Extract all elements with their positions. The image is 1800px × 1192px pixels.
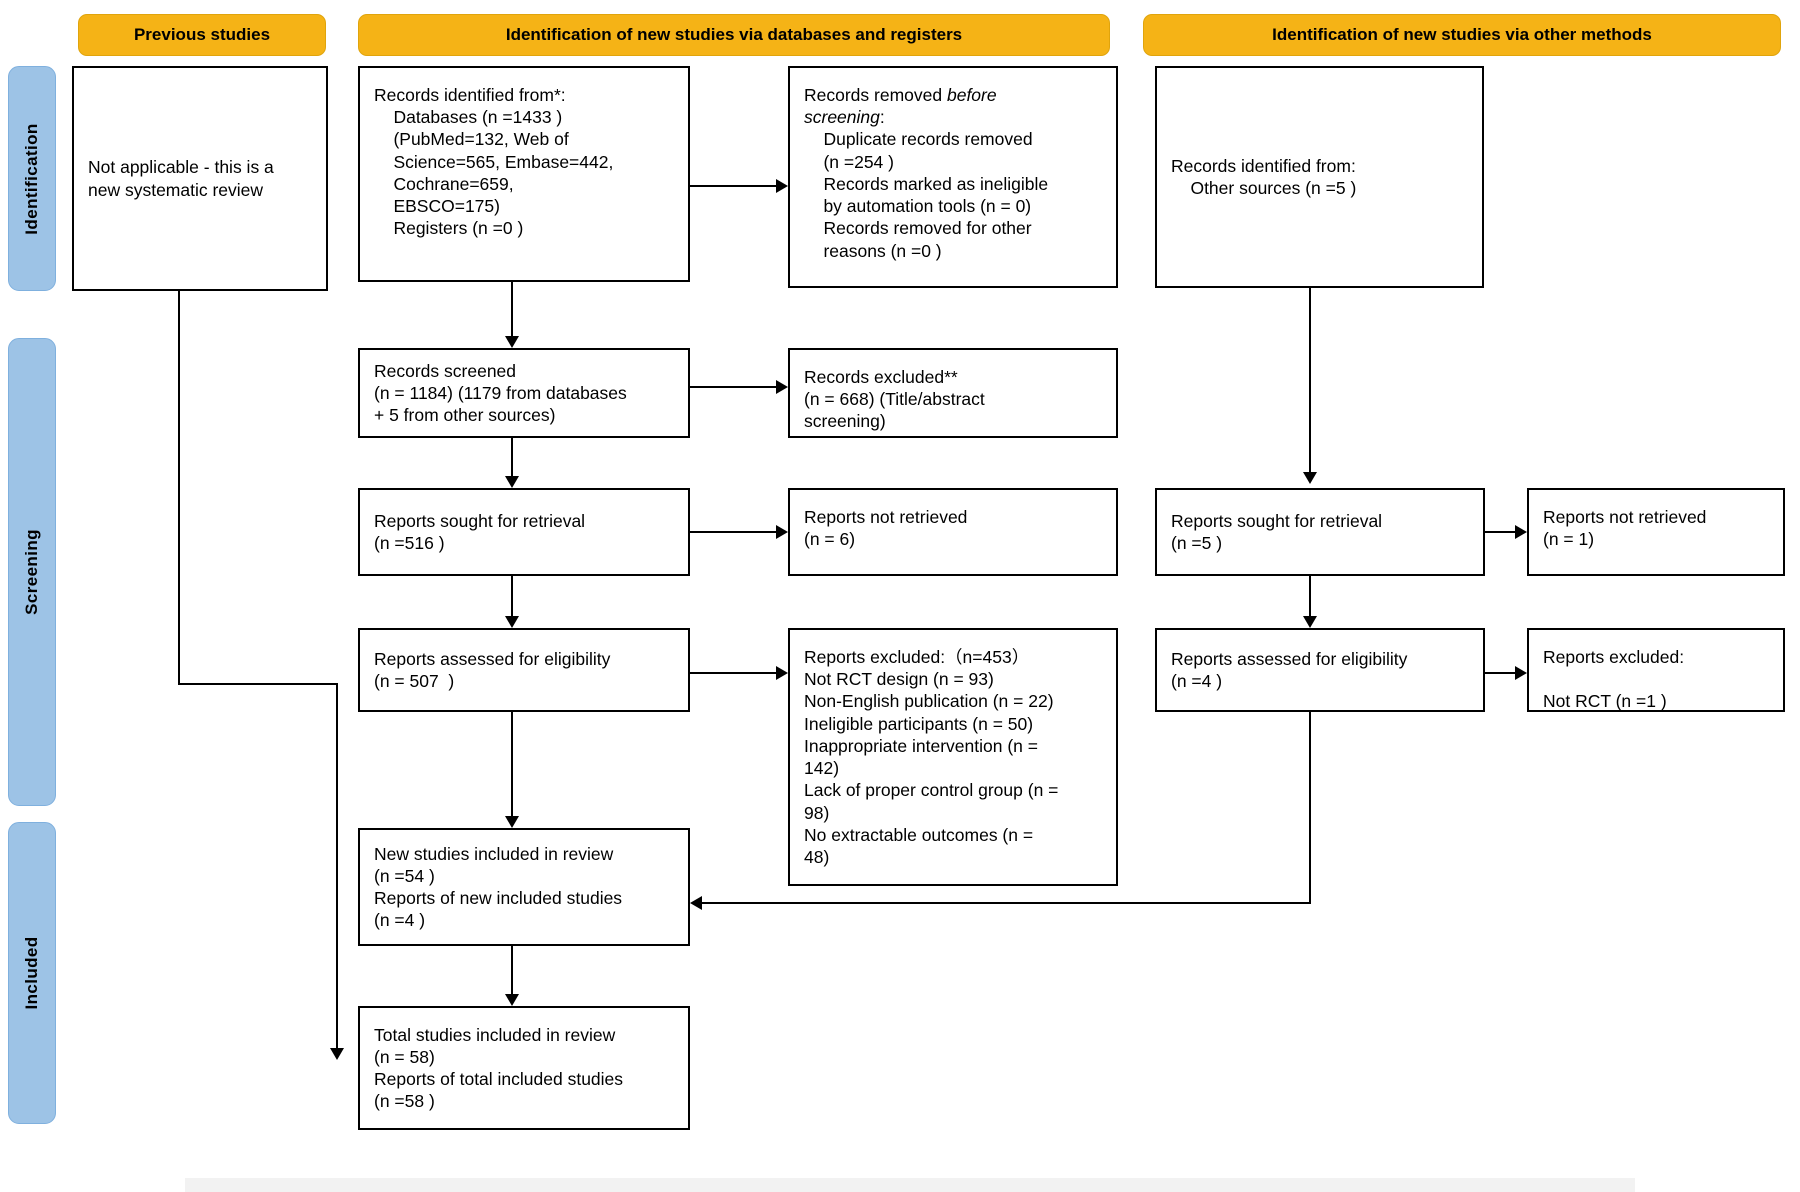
- box-other-sources-identified-text: Records identified from: Other sources (…: [1171, 155, 1357, 198]
- box-reports-sought-other: Reports sought for retrieval (n =5 ): [1155, 488, 1485, 576]
- arrow-assessed-to-excluded-other: [1515, 666, 1527, 680]
- arrow-assessed-to-excluded-db: [776, 666, 788, 680]
- box-total-studies-included: Total studies included in review (n = 58…: [358, 1006, 690, 1130]
- connector-other-sources-down: [1309, 288, 1311, 476]
- banner-identification-databases: Identification of new studies via databa…: [358, 14, 1110, 56]
- connector-previous-elbow-horizontal: [178, 683, 338, 685]
- box-reports-not-retrieved-other-text: Reports not retrieved (n = 1): [1543, 507, 1707, 550]
- banner-identification-other: Identification of new studies via other …: [1143, 14, 1781, 56]
- arrow-sought-to-not-retrieved-other: [1515, 525, 1527, 539]
- box-reports-sought-databases-text: Reports sought for retrieval (n =516 ): [374, 510, 586, 553]
- box-reports-excluded-databases: Reports excluded:（n=453） Not RCT design …: [788, 628, 1118, 886]
- connector-sought-to-not-retrieved-other: [1485, 531, 1515, 533]
- box-other-sources-identified: Records identified from: Other sources (…: [1155, 66, 1484, 288]
- footer-strip: [185, 1178, 1635, 1192]
- connector-new-included-down: [511, 946, 513, 998]
- connector-screened-to-excluded: [690, 386, 776, 388]
- box-reports-sought-other-text: Reports sought for retrieval (n =5 ): [1171, 510, 1383, 553]
- banner-previous-studies: Previous studies: [78, 14, 326, 56]
- arrow-screened-down: [505, 476, 519, 488]
- connector-sought-down-other: [1309, 576, 1311, 620]
- banner-identification-other-label: Identification of new studies via other …: [1272, 25, 1652, 45]
- box-new-studies-included-text: New studies included in review (n =54 ) …: [374, 843, 623, 931]
- arrow-sought-down-db: [505, 616, 519, 628]
- box-previous-not-applicable-text: Not applicable - this is a new systemati…: [88, 157, 274, 200]
- connector-sought-down-db: [511, 576, 513, 620]
- box-reports-assessed-databases-text: Reports assessed for eligibility (n = 50…: [374, 648, 611, 691]
- box-records-identified: Records identified from*: Databases (n =…: [358, 66, 690, 282]
- connector-assessed-to-excluded-db: [690, 672, 776, 674]
- box-new-studies-included: New studies included in review (n =54 ) …: [358, 828, 690, 946]
- box-reports-assessed-databases: Reports assessed for eligibility (n = 50…: [358, 628, 690, 712]
- box-reports-assessed-other: Reports assessed for eligibility (n =4 ): [1155, 628, 1485, 712]
- connector-sought-to-not-retrieved-db: [690, 531, 776, 533]
- box-reports-not-retrieved-databases-text: Reports not retrieved (n = 6): [804, 507, 968, 550]
- box-reports-excluded-other: Reports excluded: Not RCT (n =1 ): [1527, 628, 1785, 712]
- arrow-identified-to-removed: [776, 179, 788, 193]
- arrow-identified-down: [505, 336, 519, 348]
- arrow-other-to-new-included: [690, 896, 702, 910]
- box-reports-excluded-other-text: Reports excluded: Not RCT (n =1 ): [1543, 647, 1685, 712]
- connector-other-to-new-included: [702, 902, 1311, 904]
- phase-label-identification: Identification: [8, 66, 56, 291]
- box-records-identified-text: Records identified from*: Databases (n =…: [374, 85, 614, 239]
- connector-previous-elbow-vertical: [178, 291, 180, 685]
- box-total-studies-included-text: Total studies included in review (n = 58…: [374, 1024, 624, 1112]
- box-reports-not-retrieved-databases: Reports not retrieved (n = 6): [788, 488, 1118, 576]
- box-records-screened: Records screened (n = 1184) (1179 from d…: [358, 348, 690, 438]
- arrow-new-included-down: [505, 994, 519, 1006]
- box-records-removed-before-screening-text: Records removed before screening: Duplic…: [804, 85, 1049, 261]
- phase-label-identification-text: Identification: [22, 122, 41, 235]
- arrow-sought-down-other: [1303, 616, 1317, 628]
- box-reports-not-retrieved-other: Reports not retrieved (n = 1): [1527, 488, 1785, 576]
- box-reports-sought-databases: Reports sought for retrieval (n =516 ): [358, 488, 690, 576]
- connector-assessed-to-excluded-other: [1485, 672, 1515, 674]
- connector-assessed-down-db: [511, 712, 513, 820]
- phase-label-screening: Screening: [8, 338, 56, 806]
- banner-previous-studies-label: Previous studies: [133, 25, 271, 45]
- phase-label-included-text: Included: [22, 936, 41, 1010]
- phase-label-included: Included: [8, 822, 56, 1124]
- box-records-screened-text: Records screened (n = 1184) (1179 from d…: [374, 360, 627, 426]
- box-records-removed-before-screening: Records removed before screening: Duplic…: [788, 66, 1118, 288]
- box-previous-not-applicable: Not applicable - this is a new systemati…: [72, 66, 328, 291]
- arrow-other-sources-down: [1303, 472, 1317, 484]
- connector-other-assessed-down: [1309, 712, 1311, 904]
- phase-label-screening-text: Screening: [22, 529, 41, 615]
- connector-screened-down: [511, 438, 513, 480]
- box-reports-excluded-databases-text: Reports excluded:（n=453） Not RCT design …: [804, 647, 1059, 867]
- box-records-excluded: Records excluded** (n = 668) (Title/abst…: [788, 348, 1118, 438]
- connector-previous-elbow-down: [336, 683, 338, 1052]
- banner-identification-databases-label: Identification of new studies via databa…: [505, 25, 963, 45]
- arrow-previous-to-total: [330, 1048, 344, 1060]
- connector-identified-down: [511, 282, 513, 340]
- arrow-sought-to-not-retrieved-db: [776, 525, 788, 539]
- arrow-screened-to-excluded: [776, 380, 788, 394]
- box-reports-assessed-other-text: Reports assessed for eligibility (n =4 ): [1171, 648, 1408, 691]
- arrow-assessed-down-db: [505, 816, 519, 828]
- connector-identified-to-removed: [690, 185, 776, 187]
- box-records-excluded-text: Records excluded** (n = 668) (Title/abst…: [804, 367, 985, 432]
